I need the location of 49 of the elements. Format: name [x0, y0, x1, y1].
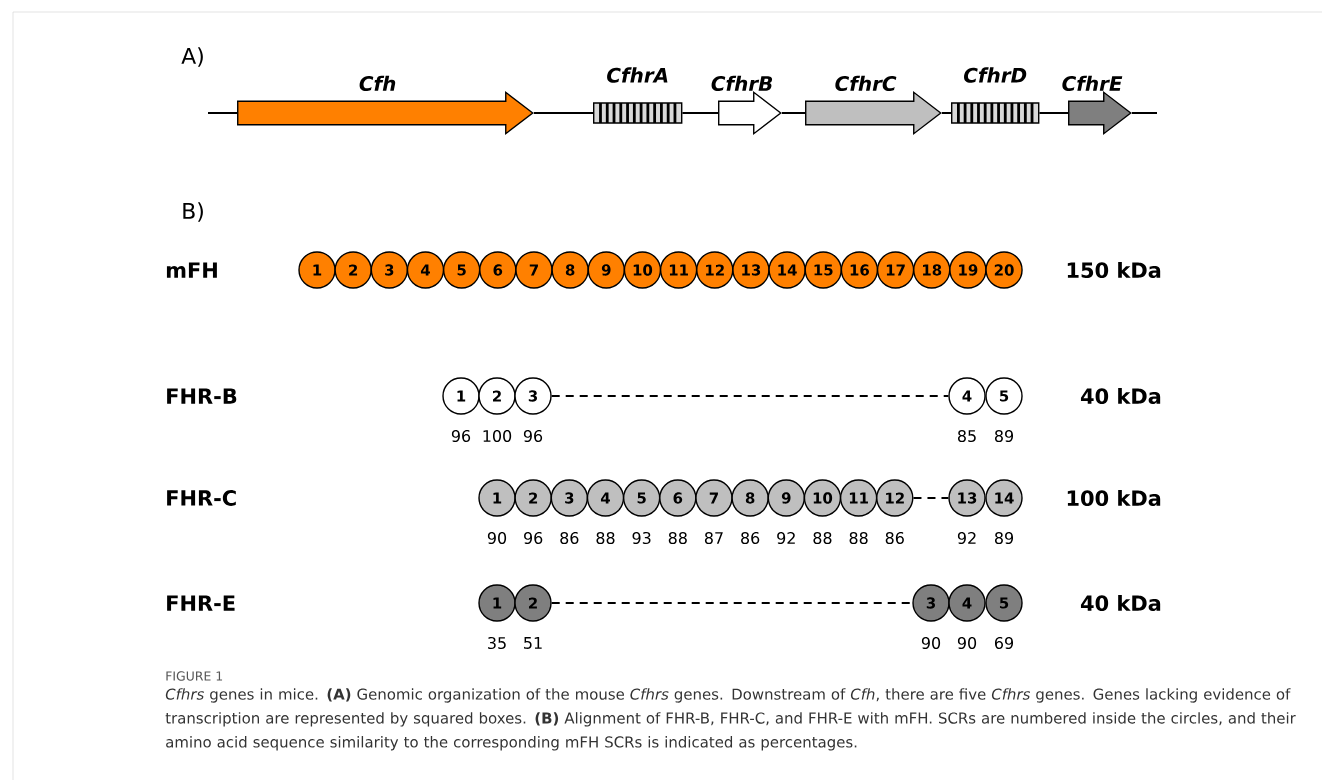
- percentage-label: 69: [995, 637, 1014, 650]
- dashed-line: [912, 497, 950, 499]
- percentage-label: 96: [524, 532, 543, 545]
- genome-line: [1130, 112, 1158, 114]
- panel-letter: B): [183, 202, 203, 222]
- row-label: FHR-C: [167, 490, 236, 506]
- node-label: CfhrA: [607, 67, 668, 83]
- row-label: 40 kDa: [1080, 594, 1161, 612]
- gene-box: CfhrD: [951, 67, 1040, 124]
- percentage-label: 88: [849, 532, 868, 545]
- row-label: 100 kDa: [1067, 489, 1161, 507]
- genome-line: [681, 112, 719, 114]
- dashed-line: [550, 395, 950, 397]
- percentage-label: 35: [488, 637, 506, 650]
- percentage-label: 93: [632, 532, 651, 545]
- percentage-label: 89: [994, 430, 1014, 443]
- node-label: CfhrD: [964, 67, 1027, 83]
- genome-line: [780, 112, 806, 114]
- percentage-label: 51: [524, 637, 542, 649]
- row-label: mFH: [166, 262, 217, 278]
- figure-number: FIGURE 1: [166, 671, 223, 681]
- percentage-label: 88: [813, 532, 832, 545]
- percentage-label: 100: [483, 430, 512, 443]
- percentage-label: 86: [885, 532, 904, 545]
- percentage-label: 85: [957, 430, 976, 443]
- percentage-label: 87: [704, 532, 723, 545]
- row-label: FHR-E: [167, 595, 235, 611]
- row-label: FHR-B: [167, 388, 237, 404]
- gene-box: CfhrA: [593, 67, 683, 124]
- percentage-label: 86: [560, 532, 579, 545]
- panel-letter: A): [181, 47, 203, 67]
- genome-line: [940, 112, 952, 114]
- percentage-label: 86: [741, 532, 760, 545]
- genome-line: [207, 112, 238, 114]
- row-label: 150 kDa: [1067, 261, 1161, 279]
- genome-line: [1038, 112, 1069, 114]
- percentage-label: 92: [957, 532, 976, 545]
- percentage-label: 90: [921, 637, 941, 650]
- genome-line: [532, 112, 594, 114]
- percentage-label: 88: [668, 532, 687, 545]
- percentage-label: 88: [596, 532, 615, 545]
- caption: Cfhrs genes in mice. (A) Genomic organization of the mouse Cfhrs genes. Downstream of Cfh, there are five Cfhrs genes. Genes lacking evidence of transcription are represented by squared boxes. (B) Alignment of FHR-B, FHR-C, and FHR-E with mFH. SCRs are numbered inside the circles, and their amino acid sequence similarity to the corresponding mFH SCRs is indicated as percentages.: [165, 688, 1296, 751]
- percentage-label: 90: [487, 532, 507, 545]
- percentage-label: 89: [994, 532, 1014, 545]
- row-label: 40 kDa: [1080, 387, 1161, 405]
- percentage-label: 90: [957, 637, 977, 650]
- percentage-label: 96: [451, 430, 471, 443]
- percentage-label: 92: [777, 532, 795, 545]
- percentage-label: 96: [523, 430, 543, 443]
